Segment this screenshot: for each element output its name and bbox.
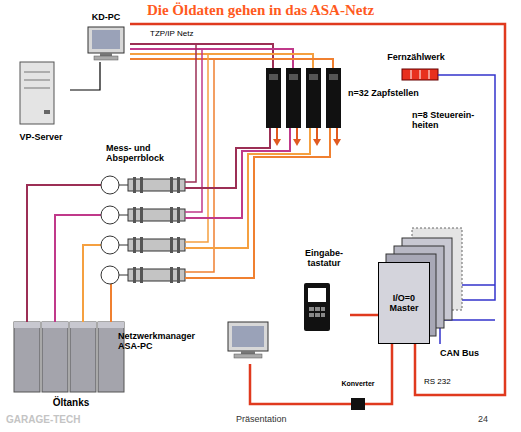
node-label: I/O=0 Master bbox=[381, 293, 427, 314]
node-label: Eingabe-tastatur bbox=[301, 248, 347, 269]
node-label: VP-Server bbox=[19, 132, 62, 142]
connector-line bbox=[350, 314, 378, 317]
remote-counter-node: Fernzählwerk bbox=[384, 52, 448, 84]
unit-count-label: n=8 Steuerein-heiten bbox=[412, 110, 484, 131]
converter-box bbox=[351, 398, 365, 410]
monitor-icon bbox=[88, 27, 124, 60]
server-icon bbox=[20, 62, 54, 124]
client-pc-node: KD-PC bbox=[82, 12, 130, 62]
interface-label: RS 232 bbox=[424, 377, 451, 386]
watermark: GARAGE-TECH bbox=[6, 414, 80, 426]
pumps bbox=[266, 68, 341, 146]
master-box: I/O=0 Master bbox=[378, 262, 430, 344]
oil-tanks-node: Öltanks bbox=[8, 318, 134, 408]
connector-line bbox=[250, 364, 335, 404]
node-label: Konverter bbox=[341, 380, 374, 388]
node-label: Fernzählwerk bbox=[387, 52, 445, 62]
meter-blocks bbox=[101, 176, 185, 284]
monitor-icon bbox=[228, 322, 268, 358]
server-node: VP-Server bbox=[12, 58, 70, 142]
network-label: TZP/IP Netz bbox=[150, 29, 193, 38]
bus-label: CAN Bus bbox=[440, 348, 479, 358]
network-manager-node: Netzwerkmanager ASA-PC bbox=[118, 318, 276, 364]
node-label: Netzwerkmanager ASA-PC bbox=[118, 331, 218, 352]
converter-node: Konverter bbox=[335, 380, 381, 414]
keypad-node: Eingabe-tastatur bbox=[298, 248, 350, 336]
node-label: Öltanks bbox=[53, 397, 90, 409]
counter-box bbox=[402, 69, 438, 80]
oil-tanks bbox=[14, 322, 124, 392]
footer-text: Präsentation bbox=[236, 414, 287, 424]
rs232-wire bbox=[335, 403, 381, 406]
block-label: Mess- und Absperrblock bbox=[106, 143, 192, 164]
keypad-icon bbox=[304, 283, 330, 331]
oil-pipes bbox=[27, 185, 111, 322]
connector-line bbox=[70, 62, 100, 90]
page-number: 24 bbox=[478, 414, 488, 424]
slide-title: Die Öldaten gehen in das ASA-Netz bbox=[0, 2, 521, 19]
counter-digits bbox=[411, 70, 429, 79]
pump-count-label: n=32 Zapfstellen bbox=[348, 88, 419, 98]
connector-line bbox=[381, 344, 392, 404]
node-label: KD-PC bbox=[92, 12, 121, 22]
